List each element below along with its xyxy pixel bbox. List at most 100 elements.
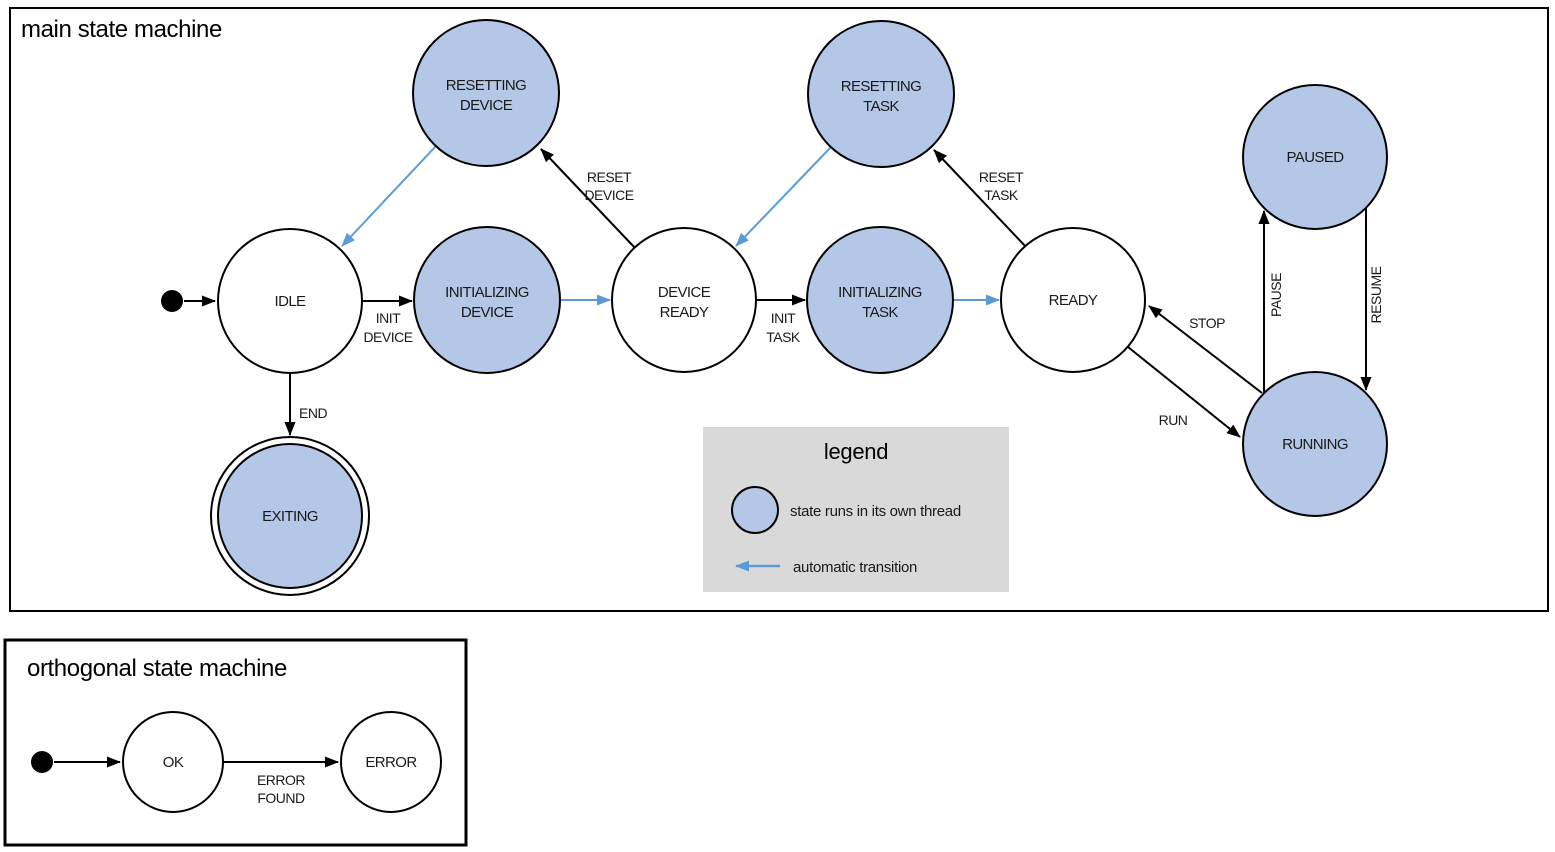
panel-main: main state machine [9, 7, 1549, 612]
state-circle [340, 711, 442, 813]
state-circle [807, 20, 955, 168]
transition-label-line: ERROR [257, 772, 305, 788]
state-circle [412, 19, 560, 167]
state-label: INITIALIZING DEVICE [445, 284, 529, 321]
transition-label-line: FOUND [257, 790, 305, 806]
transition-label-line: TASK [766, 329, 801, 345]
state-idle: IDLE [217, 228, 363, 374]
state-circle [122, 711, 224, 813]
state-resetting-task: RESETTING TASK [807, 20, 955, 168]
transition-resetting-device-to-idle [341, 145, 437, 247]
transition-line [540, 148, 637, 250]
transition-label-line: TASK [984, 187, 1019, 203]
panel-orthogonal: orthogonal state machine [3, 638, 468, 847]
transition-label-line: PAUSE [1268, 273, 1284, 317]
transition-label-line: RESET [979, 169, 1024, 185]
state-label-line: DEVICE [461, 304, 514, 321]
panel-title: orthogonal state machine [27, 655, 287, 682]
transition-label: RESET TASK [979, 169, 1024, 203]
transition-label-line: STOP [1189, 315, 1225, 331]
state-resetting-device: RESETTING DEVICE [412, 19, 560, 167]
transition-line [341, 145, 437, 247]
transition-label: RESUME [1368, 266, 1384, 323]
transition-label: STOP [1189, 315, 1225, 331]
state-label: PAUSED [1287, 149, 1345, 166]
transition-label: ERROR FOUND [257, 772, 305, 806]
legend-item-label: automatic transition [793, 559, 917, 576]
transition-label-line: END [299, 405, 327, 421]
state-circle [806, 226, 954, 374]
state-label: RESETTING TASK [841, 78, 921, 115]
transition-label-line: RUN [1159, 412, 1188, 428]
transition-label-line: RESUME [1368, 266, 1384, 323]
panel-border [9, 7, 1549, 612]
state-label-line: RESETTING [841, 78, 921, 95]
state-label-line: READY [1049, 292, 1098, 309]
legend-threaded-state-icon [731, 486, 779, 534]
state-ok: OK [122, 711, 224, 813]
transition-line [1127, 346, 1241, 438]
transition-line [933, 149, 1028, 249]
transition-label: END [299, 405, 327, 421]
state-label-line: PAUSED [1287, 149, 1345, 166]
initial-state-dot-icon [31, 751, 53, 773]
transition-label-line: INIT [376, 310, 401, 326]
initial-state-dot-icon [161, 290, 183, 312]
state-start-main [161, 290, 183, 312]
state-running: RUNNING [1242, 371, 1388, 517]
transition-idle-to-exiting-end: END [284, 373, 328, 436]
transition-running-to-ready-stop: STOP [1148, 305, 1263, 394]
state-paused: PAUSED [1242, 84, 1388, 230]
state-label-line: DEVICE [460, 97, 513, 114]
state-label-line: INITIALIZING [445, 284, 529, 301]
state-label: RUNNING [1282, 436, 1348, 453]
state-circle [611, 227, 757, 373]
transition-label: RESET DEVICE [584, 169, 633, 203]
state-label: OK [163, 754, 184, 771]
transition-ready-to-resetting-task: RESET TASK [933, 149, 1028, 249]
state-label-line: DEVICE [658, 284, 711, 301]
state-start-orthogonal [31, 751, 53, 773]
state-circle [1000, 227, 1146, 373]
transition-label-line: DEVICE [584, 187, 633, 203]
panel-border [3, 638, 468, 847]
state-label: RESETTING DEVICE [446, 77, 526, 114]
state-label: EXITING [262, 508, 318, 525]
legend-title: legend [824, 439, 888, 464]
state-label: READY [1049, 292, 1098, 309]
transition-label: RUN [1159, 412, 1188, 428]
transition-label: INIT TASK [766, 310, 801, 345]
legend-item-label: state runs in its own thread [790, 503, 961, 520]
state-label-line: ERROR [365, 754, 417, 771]
transition-ready-to-running-run: RUN [1127, 346, 1241, 438]
legend: legend state runs in its own thread automa… [703, 427, 1009, 592]
transition-paused-to-running-resume: RESUME [1360, 208, 1384, 391]
transition-label-line: RESET [587, 169, 632, 185]
state-circle [217, 228, 363, 374]
transition-device-ready-to-initializing-task: INIT TASK [757, 294, 806, 345]
state-label-line: RUNNING [1282, 436, 1348, 453]
transition-ok-to-error: ERROR FOUND [223, 756, 339, 806]
state-ready: READY [1000, 227, 1146, 373]
state-label-line: IDLE [275, 293, 307, 310]
state-label-line: RESETTING [446, 77, 526, 94]
transition-label-line: INIT [771, 310, 796, 326]
state-label-line: TASK [863, 98, 899, 115]
state-label-line: OK [163, 754, 184, 771]
transition-resetting-task-to-device-ready [735, 146, 832, 247]
state-circle [1242, 371, 1388, 517]
state-initializing-device: INITIALIZING DEVICE [413, 226, 561, 374]
transition-line [1148, 305, 1263, 394]
state-label: IDLE [275, 293, 307, 310]
panel-title: main state machine [21, 16, 222, 43]
state-circle [413, 226, 561, 374]
state-error: ERROR [340, 711, 442, 813]
transition-line [735, 146, 832, 247]
